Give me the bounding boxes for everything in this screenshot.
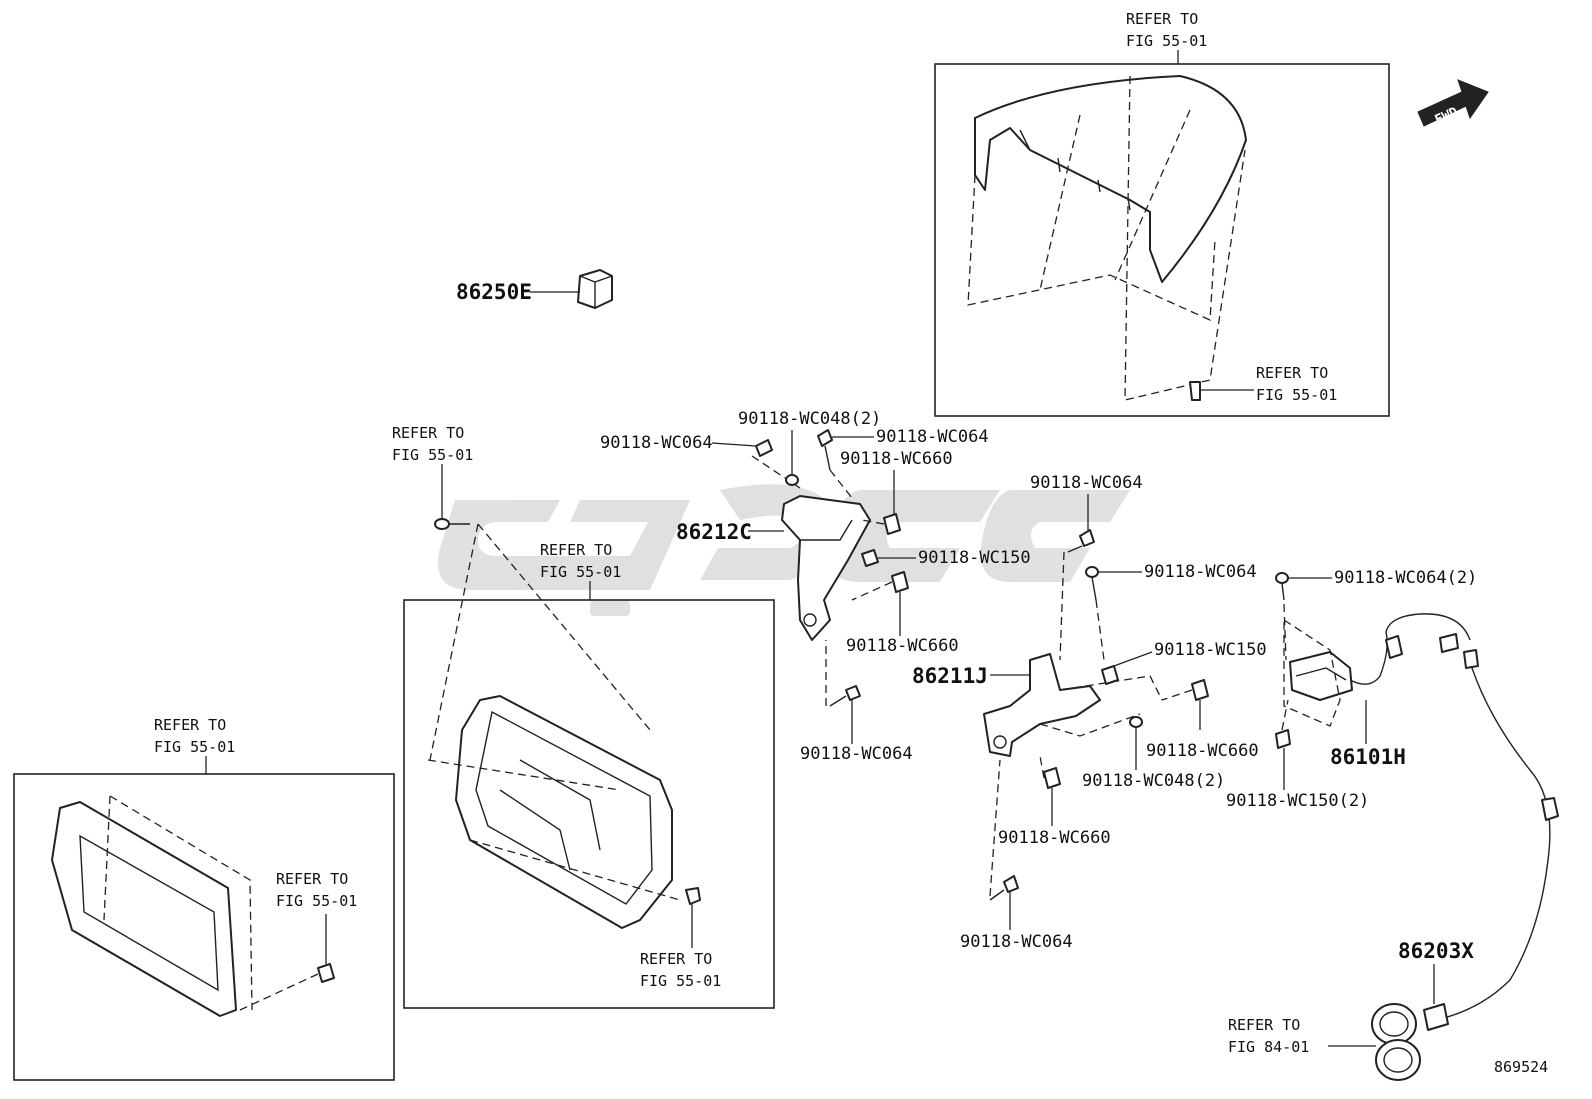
refer-left-clip: REFER TO FIG 55-01 [239,870,357,1011]
screw-wc048-2-a: 90118-WC048(2) [738,409,881,486]
fastener-label: 90118-WC048(2) [1082,771,1225,791]
refer-label: REFER TO [540,541,612,559]
refer-label: REFER TO [1126,10,1198,28]
screw-wc048-2-b: 90118-WC048(2) [1082,716,1225,791]
fastener-label: 90118-WC064 [800,744,913,764]
refer-fig: FIG 55-01 [540,563,621,581]
fastener-label: 90118-WC150(2) [1226,791,1369,811]
screw-wc064-d: 90118-WC064 [1030,473,1143,661]
refer-label: REFER TO [1256,364,1328,382]
part-86101H: 86101H [1283,613,1559,1021]
part-number-86250E: 86250E [456,280,532,304]
part-86203X: 86203X [1371,939,1474,1081]
part-86211J: 86211J [912,653,1163,757]
refer-label: REFER TO [640,950,712,968]
refer-label: REFER TO [392,424,464,442]
fastener-label: 90118-WC150 [918,548,1031,568]
fastener-label: 90118-WC064 [960,932,1073,952]
cover-inset-box [934,63,1390,417]
refer-top-box: REFER TO FIG 55-01 [1126,10,1207,64]
fastener-label: 90118-WC660 [998,828,1111,848]
refer-fig: FIG 55-01 [1256,386,1337,404]
fastener-label: 90118-WC660 [846,636,959,656]
fastener-label: 90118-WC048(2) [738,409,881,429]
fwd-arrow-icon: FWD [1417,79,1489,128]
refer-socket: REFER TO FIG 84-01 [1228,1016,1376,1056]
fastener-label: 90118-WC064 [876,427,989,447]
fastener-label: 90118-WC150 [1154,640,1267,660]
refer-label: REFER TO [1228,1016,1300,1034]
screw-wc064-c: 90118-WC064 [800,640,913,764]
refer-mid-box: REFER TO FIG 55-01 [540,541,621,600]
frame-part [51,795,253,1017]
screw-wc064-b: 90118-WC064 [817,427,989,499]
fastener-label: 90118-WC064 [600,433,713,453]
part-number-86212C: 86212C [676,520,752,544]
fastener-label: 90118-WC660 [1146,741,1259,761]
clip-wc150-a: 90118-WC150 [861,548,1031,568]
nut-wc660-c: 90118-WC660 [1146,679,1259,761]
screw-wc064-e: 90118-WC064 [1085,562,1257,661]
refer-mid-clip: REFER TO FIG 55-01 [640,887,721,990]
bezel-inset-box [403,599,775,1009]
part-number-86101H: 86101H [1330,745,1406,769]
part-number-86211J: 86211J [912,664,988,688]
clip-wc150-2: 90118-WC150(2) [1226,699,1369,811]
refer-fig: FIG 55-01 [276,892,357,910]
fastener-label: 90118-WC064(2) [1334,568,1477,588]
fastener-label: 90118-WC064 [1030,473,1143,493]
frame-inset-box [13,773,395,1081]
refer-fig: FIG 55-01 [640,972,721,990]
refer-left-box: REFER TO FIG 55-01 [154,716,235,774]
fastener-label: 90118-WC660 [840,449,953,469]
part-86250E: 86250E [456,269,613,309]
refer-label: REFER TO [276,870,348,888]
refer-left-screw: REFER TO FIG 55-01 [392,424,651,761]
upper-cover-part [967,75,1247,401]
refer-fig: FIG 55-01 [392,446,473,464]
nut-wc660-b: 90118-WC660 [846,571,959,656]
nut-wc660-d: 90118-WC660 [998,755,1111,848]
nut-wc660-a: 90118-WC660 [840,449,953,535]
part-number-86203X: 86203X [1398,939,1474,963]
fastener-label: 90118-WC064 [1144,562,1257,582]
bezel-bracket-part [427,695,681,929]
part-86212C: 86212C [676,495,871,641]
screw-wc064-a: 90118-WC064 [600,433,801,489]
screw-wc064-2: 90118-WC064(2) [1275,568,1477,661]
refer-fig: FIG 55-01 [1126,32,1207,50]
screw-wc064-f: 90118-WC064 [960,759,1073,952]
refer-top-clip: REFER TO FIG 55-01 [1189,364,1337,404]
figure-number: 869524 [1494,1058,1548,1076]
refer-label: REFER TO [154,716,226,734]
refer-fig: FIG 55-01 [154,738,235,756]
refer-fig: FIG 84-01 [1228,1038,1309,1056]
clip-wc150-b: 90118-WC150 [1101,640,1267,685]
